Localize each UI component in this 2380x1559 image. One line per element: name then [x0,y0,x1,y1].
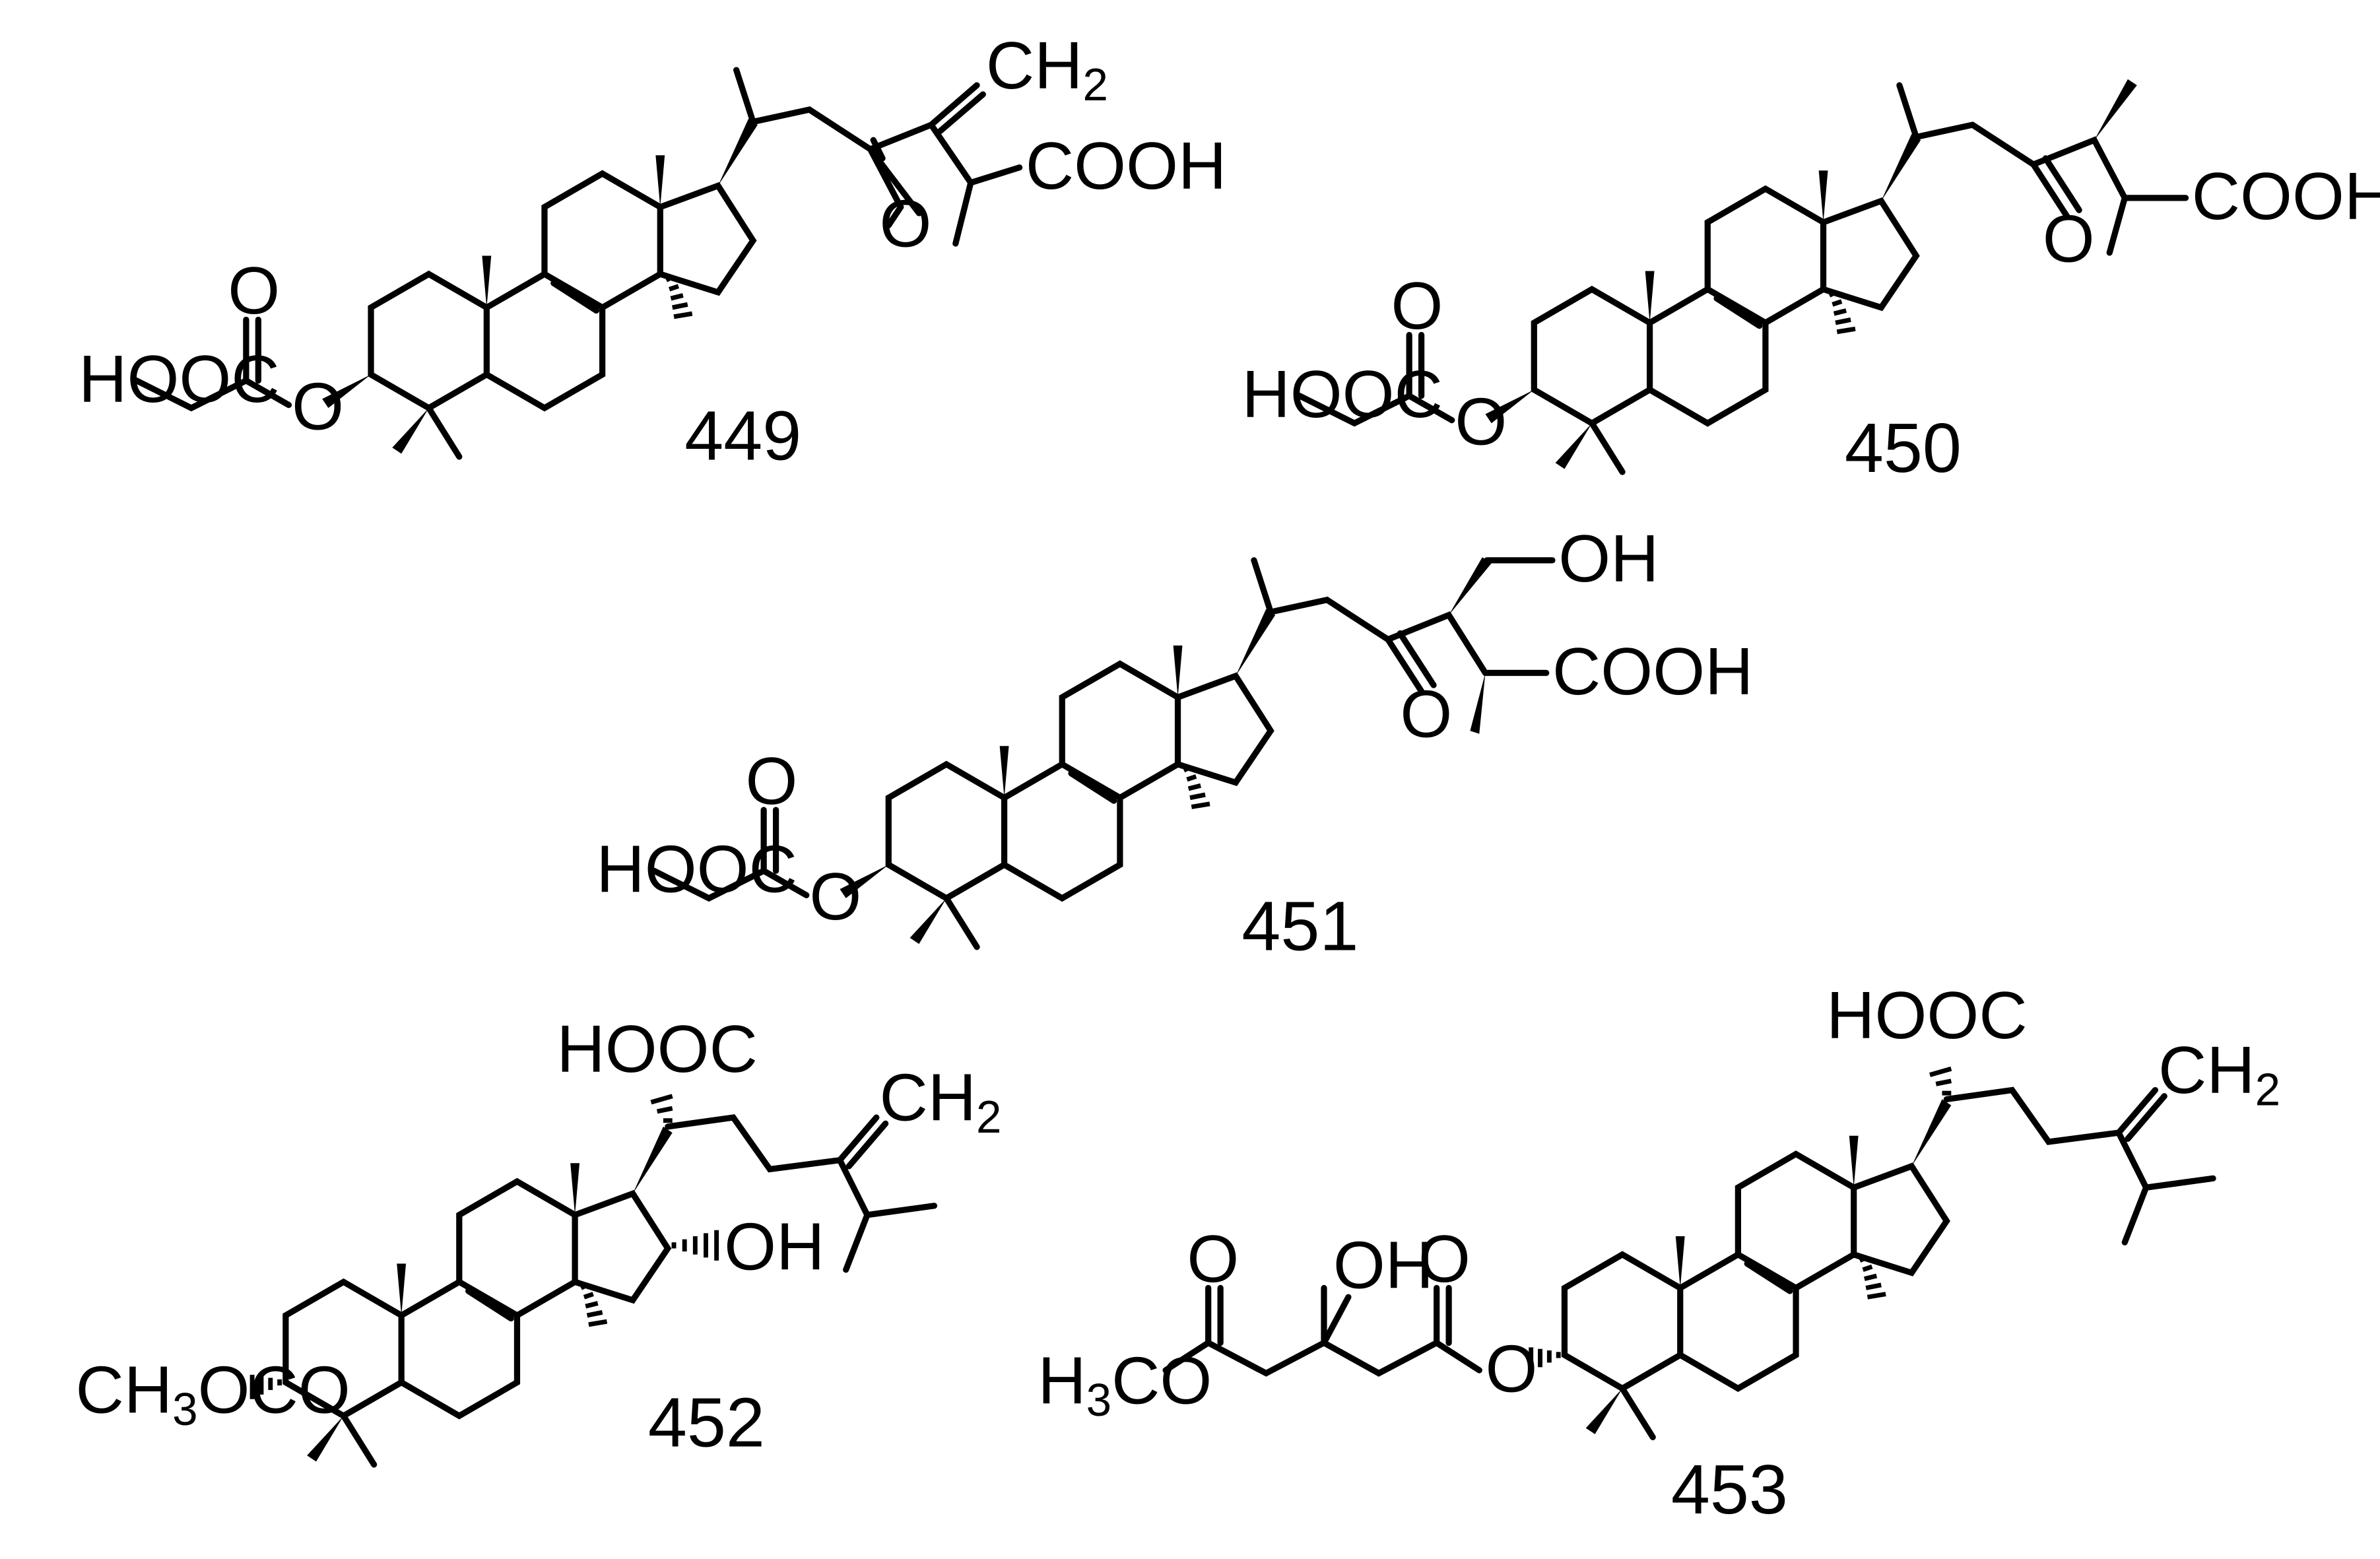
compound-449: O O HOOC O CH2 COOH 449 [79,28,1226,475]
compound-number-451: 451 [1241,887,1358,965]
hooc-label-453: HOOC [1826,978,2027,1053]
compound-451: O O HOOC O OH COOH 451 [596,521,1753,965]
ketone-o-451: O [1400,676,1452,751]
compound-number-450: 450 [1845,409,1962,487]
hooc-label-452: HOOC [556,1011,757,1086]
methyl-ester-label-453: H3CO [1038,1343,1212,1426]
compound-453: O O OH O H3CO HOOC CH2 453 [1038,978,2280,1529]
oxo-a-453: O [1187,1221,1239,1296]
ester-oxygen-450: O [1455,384,1507,459]
ketone-o-450: O [2043,201,2095,277]
ch2-label-452: CH2 [879,1060,1001,1143]
oh-label-452: OH [724,1209,824,1284]
compound-number-452: 452 [648,1383,765,1461]
cooh-label-450: COOH [2192,158,2380,234]
oxo-b-453: O [1418,1221,1471,1296]
ester-oxygen-449: O [292,368,344,444]
ester-oxygen-453: O [1485,1331,1537,1406]
cooh-label-451: COOH [1552,634,1753,709]
ester-carbonyl-o-451: O [745,743,797,818]
compound-number-453: 453 [1671,1451,1788,1529]
ester-carbonyl-o-450: O [1391,268,1443,343]
ketone-o-449: O [879,186,931,261]
compound-452: CH3OCO OH HOOC CH2 452 [76,1011,1002,1465]
hooc-label-449: HOOC [79,341,279,416]
oh-label-453: OH [1333,1227,1434,1302]
hooc-label-451: HOOC [596,832,797,907]
ester-carbonyl-o-449: O [228,253,280,328]
oh-label-451: OH [1558,521,1659,596]
cooh-label-449: COOH [1026,128,1226,203]
ch2-label-449: CH2 [986,28,1108,110]
compound-450: O O HOOC O COOH 450 [1241,79,2380,487]
hooc-label-450: HOOC [1241,356,1442,432]
ester-label-452: CH3OCO [76,1352,350,1435]
ester-oxygen-451: O [809,859,861,934]
compound-number-449: 449 [684,397,801,475]
ch2-label-453: CH2 [2158,1032,2280,1115]
